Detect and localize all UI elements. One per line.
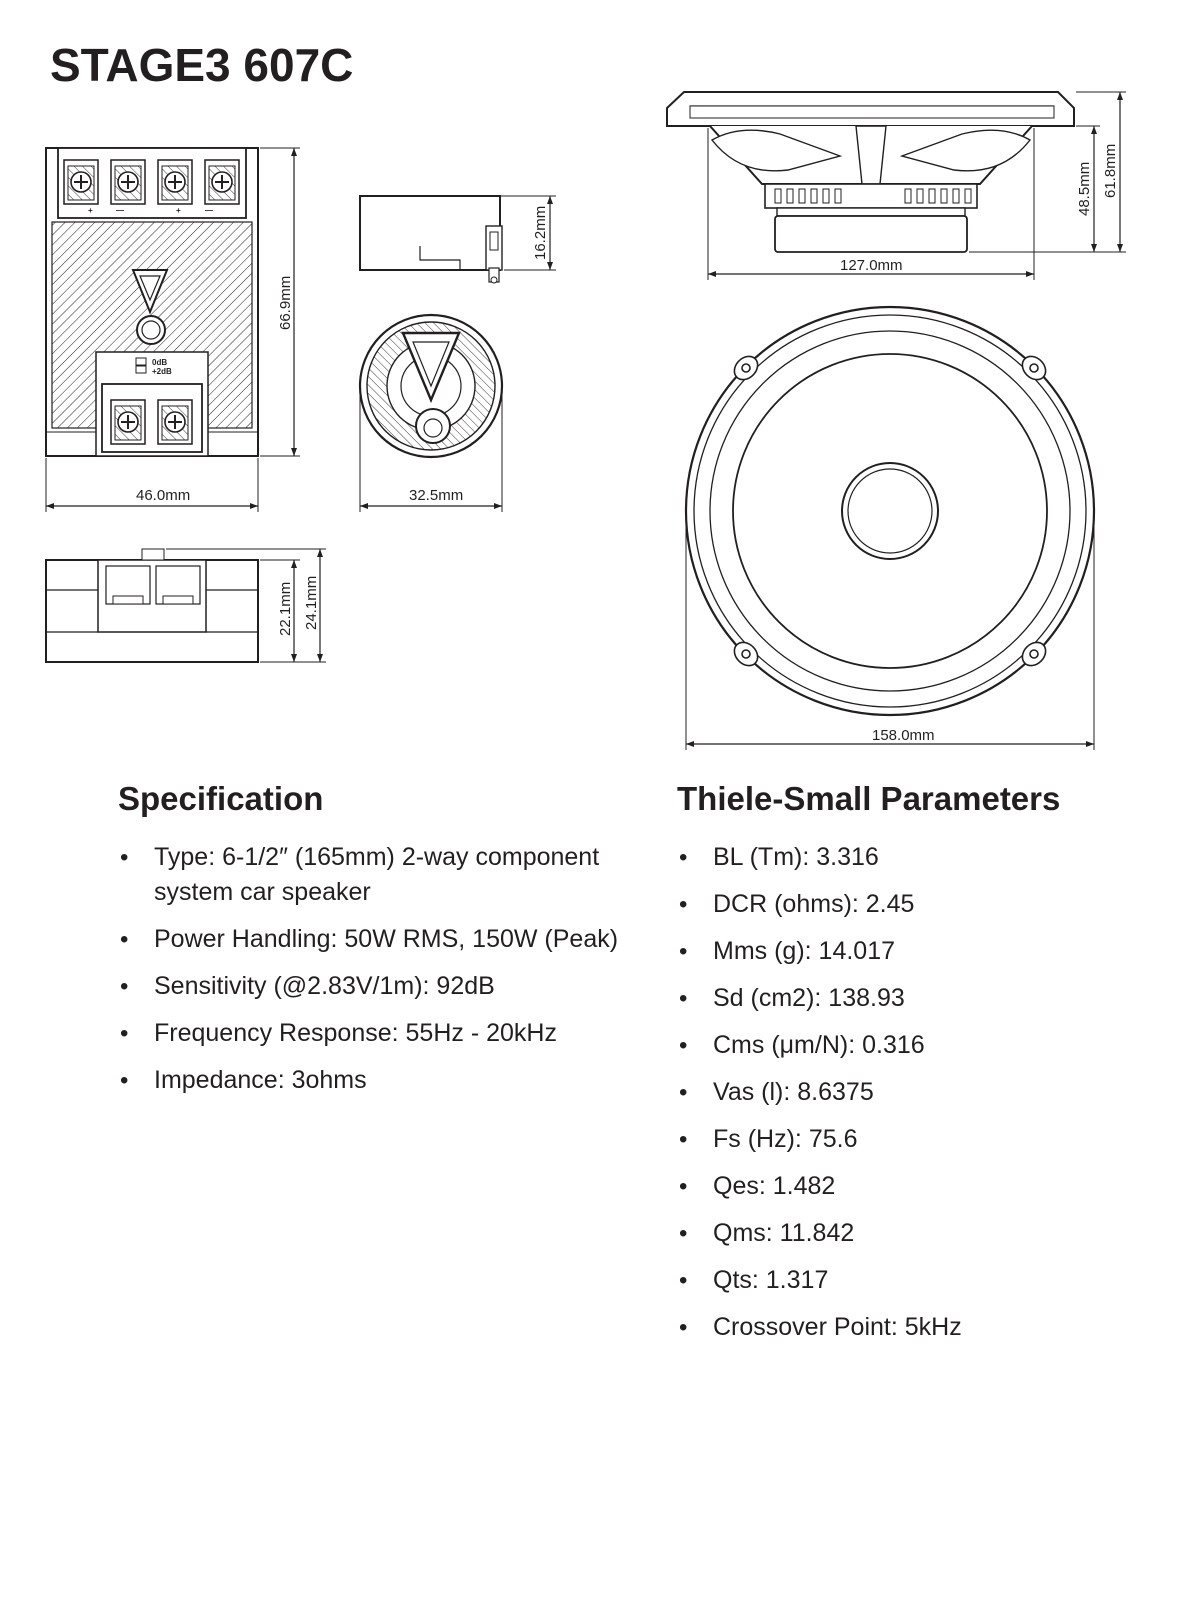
specification-list: Type: 6-1/2″ (165mm) 2-way component sys… xyxy=(118,840,638,1098)
list-item: Impedance: 3ohms xyxy=(118,1063,638,1098)
specification-section: Specification Type: 6-1/2″ (165mm) 2-way… xyxy=(118,780,638,1110)
dimension-crossover-height: 66.9mm xyxy=(260,147,300,457)
tweeter-side-view xyxy=(359,195,503,284)
input-minus-label: — xyxy=(116,206,124,215)
dimension-tweeter-diameter: 32.5mm xyxy=(359,390,503,512)
woofer-front-view xyxy=(684,305,1096,717)
list-item: Power Handling: 50W RMS, 150W (Peak) xyxy=(118,922,638,957)
svg-text:16.2mm: 16.2mm xyxy=(532,206,549,260)
specification-heading: Specification xyxy=(118,780,324,817)
list-item: Sd (cm2): 138.93 xyxy=(677,981,1177,1016)
dimension-tweeter-height: 16.2mm xyxy=(500,195,556,271)
svg-text:32.5mm: 32.5mm xyxy=(409,487,463,504)
dimension-crossover-depth: 22.1mm 24.1mm xyxy=(166,548,326,663)
list-item: DCR (ohms): 2.45 xyxy=(677,887,1177,922)
list-item: BL (Tm): 3.316 xyxy=(677,840,1177,875)
technical-drawings: + — + — 0dB +2dB 46.0mm 66.9mm xyxy=(45,91,1126,750)
dimension-woofer-mount: 127.0mm xyxy=(707,128,1035,280)
list-item: Cms (μm/N): 0.316 xyxy=(677,1028,1177,1063)
thiele-small-heading: Thiele-Small Parameters xyxy=(677,780,1061,817)
thiele-small-list: BL (Tm): 3.316 DCR (ohms): 2.45 Mms (g):… xyxy=(677,840,1177,1345)
svg-text:127.0mm: 127.0mm xyxy=(840,257,903,274)
list-item: Mms (g): 14.017 xyxy=(677,934,1177,969)
list-item: Type: 6-1/2″ (165mm) 2-way component sys… xyxy=(118,840,638,910)
output-plus-label: + xyxy=(176,206,181,215)
output-minus-label: — xyxy=(205,206,213,215)
level-2db-label: +2dB xyxy=(152,367,172,376)
level-0db-label: 0dB xyxy=(152,358,167,367)
dimension-woofer-diameter: 158.0mm xyxy=(685,520,1095,750)
list-item: Frequency Response: 55Hz - 20kHz xyxy=(118,1016,638,1051)
svg-text:24.1mm: 24.1mm xyxy=(303,576,320,630)
page-title: STAGE3 607C xyxy=(50,39,354,91)
woofer-side-view xyxy=(666,91,1075,253)
svg-text:61.8mm: 61.8mm xyxy=(1102,144,1119,198)
triangle-logo-icon xyxy=(131,269,169,315)
svg-text:66.9mm: 66.9mm xyxy=(277,276,294,330)
list-item: Vas (l): 8.6375 xyxy=(677,1075,1177,1110)
dimension-crossover-width: 46.0mm xyxy=(45,458,259,512)
thiele-small-section: Thiele-Small Parameters BL (Tm): 3.316 D… xyxy=(677,780,1177,1357)
list-item: Crossover Point: 5kHz xyxy=(677,1310,1177,1345)
svg-text:48.5mm: 48.5mm xyxy=(1076,162,1093,216)
crossover-top-view: + — + — 0dB +2dB xyxy=(45,147,259,457)
list-item: Qts: 1.317 xyxy=(677,1263,1177,1298)
svg-text:158.0mm: 158.0mm xyxy=(872,727,935,744)
svg-text:22.1mm: 22.1mm xyxy=(277,582,294,636)
crossover-side-view xyxy=(45,548,259,663)
list-item: Qms: 11.842 xyxy=(677,1216,1177,1251)
dimension-woofer-depth: 48.5mm 61.8mm xyxy=(969,91,1126,253)
list-item: Sensitivity (@2.83V/1m): 92dB xyxy=(118,969,638,1004)
svg-text:46.0mm: 46.0mm xyxy=(136,487,190,504)
input-plus-label: + xyxy=(88,206,93,215)
list-item: Qes: 1.482 xyxy=(677,1169,1177,1204)
tweeter-front-view xyxy=(358,313,504,459)
list-item: Fs (Hz): 75.6 xyxy=(677,1122,1177,1157)
